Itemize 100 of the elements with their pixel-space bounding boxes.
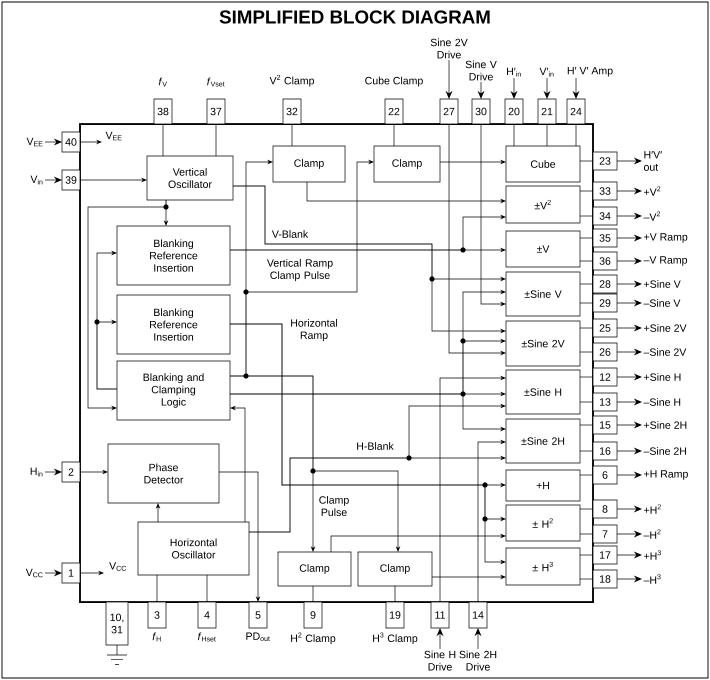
connector-line xyxy=(394,586,396,602)
connector-line xyxy=(580,554,594,556)
pin-box: 28 xyxy=(592,274,618,294)
chip-outline xyxy=(79,123,594,603)
pin-box: 37 xyxy=(206,98,226,124)
pin-label: f$_{H}$ xyxy=(152,632,161,642)
function-block: Blanking Reference Insertion xyxy=(116,226,230,286)
function-block: ±V xyxy=(506,230,580,268)
pin-label: V$^{2}$ Clamp xyxy=(270,74,314,86)
pin-box: 12 xyxy=(592,368,618,386)
pin-label: Sine V Drive xyxy=(466,60,497,80)
connector-line xyxy=(580,260,594,262)
connector-line xyxy=(580,376,594,378)
pin-label: V$_{in}$ xyxy=(30,176,42,184)
function-block: Clamp xyxy=(278,552,352,586)
pin-label: Cube Clamp xyxy=(365,76,423,86)
pin-label: H′ V′ Amp xyxy=(568,67,613,76)
function-block: Blanking and Clamping Logic xyxy=(116,360,230,420)
edge-label: Clamp Pulse xyxy=(316,494,352,518)
connector-line xyxy=(206,574,208,602)
connector-line xyxy=(156,574,158,602)
pin-label: V$_{CC}$ xyxy=(26,568,43,578)
pin-box: 17 xyxy=(592,546,618,564)
function-block: Clamp xyxy=(358,552,432,586)
connector-line xyxy=(580,160,594,162)
pin-label: +H Ramp xyxy=(644,470,688,480)
pin-box: 8 xyxy=(592,500,618,518)
function-block: Clamp xyxy=(272,146,346,182)
pin-box: 40 xyxy=(62,132,80,152)
function-block: ± H$^{3}$ xyxy=(506,548,580,586)
pin-box: 14 xyxy=(468,602,488,628)
pin-box: 23 xyxy=(592,152,618,170)
function-block: ±Sine 2V xyxy=(506,320,580,366)
pin-box: 1 xyxy=(62,562,80,584)
pin-box: 22 xyxy=(384,98,404,124)
pin-label: H$^{3}$ Clamp xyxy=(373,632,418,644)
connector-line xyxy=(580,450,594,452)
pin-label: f$_{Vset}$ xyxy=(207,78,225,86)
connector-line xyxy=(580,190,594,192)
pin-box: 10, 31 xyxy=(106,602,128,646)
pin-label: +H$^{2}$ xyxy=(644,504,661,514)
connector-line xyxy=(312,586,314,602)
pin-box: 6 xyxy=(592,466,618,484)
pin-box: 21 xyxy=(538,98,556,124)
pin-box: 26 xyxy=(592,342,618,362)
edge-label: V-Blank xyxy=(270,228,310,240)
pin-label: –Sine 2V xyxy=(644,348,686,356)
supply-label: V$_{CC}$ xyxy=(109,562,126,571)
pin-box: 4 xyxy=(198,602,216,628)
pin-box: 35 xyxy=(592,228,618,248)
function-block: ±V$^{2}$ xyxy=(506,186,580,224)
pin-label: –Sine H xyxy=(644,398,680,406)
pin-box: 36 xyxy=(592,252,618,270)
pin-label: –Sine V xyxy=(644,299,680,307)
pin-box: 11 xyxy=(430,602,450,628)
edge-label: H-Blank xyxy=(355,440,395,452)
function-block: ±Sine V xyxy=(506,272,580,316)
pin-box: 39 xyxy=(62,170,80,190)
edge-label: Vertical Ramp Clamp Pulse xyxy=(262,258,338,282)
pin-box: 2 xyxy=(62,462,80,482)
pin-box: 18 xyxy=(592,570,618,588)
pin-label: V$_{EE}$ xyxy=(26,138,43,146)
pin-label: –V$^{2}$ xyxy=(644,211,660,221)
pin-label: –H$^{3}$ xyxy=(644,574,661,584)
function-block: Clamp xyxy=(374,146,440,182)
pin-label: +V$^{2}$ xyxy=(644,186,660,196)
pin-label: +Sine 2V xyxy=(644,324,687,332)
pin-box: 7 xyxy=(592,524,618,544)
connector-line xyxy=(580,508,594,510)
function-block: Cube xyxy=(506,146,580,182)
pin-label: +Sine H xyxy=(644,373,680,381)
pin-box: 13 xyxy=(592,392,618,412)
pin-box: 29 xyxy=(592,294,618,312)
pin-label: PD$_{out}$ xyxy=(246,632,270,642)
edge-label: Horizontal Ramp xyxy=(286,318,342,342)
pin-label: Sine 2H Drive xyxy=(459,650,496,671)
diagram-title: SIMPLIFIED BLOCK DIAGRAM xyxy=(220,10,490,24)
connector-line xyxy=(580,474,594,476)
function-block: ±Sine H xyxy=(506,370,580,414)
pin-box: 38 xyxy=(154,98,172,124)
pin-label: Sine H Drive xyxy=(424,650,456,671)
connector-line xyxy=(580,424,594,426)
pin-label: Sine 2V Drive xyxy=(430,38,468,58)
function-block: Horizontal Oscillator xyxy=(138,522,250,576)
pin-label: –H$^{2}$ xyxy=(644,529,661,539)
connector-line xyxy=(546,124,548,146)
function-block: ± H$^{2}$ xyxy=(506,504,580,542)
pin-label: –V Ramp xyxy=(644,256,688,266)
pin-box: 33 xyxy=(592,182,618,200)
function-block: ±Sine 2H xyxy=(506,418,580,464)
pin-label: +Sine V xyxy=(644,280,681,288)
function-block: +H xyxy=(506,470,580,502)
function-block: Phase Detector xyxy=(108,444,220,504)
pin-box: 5 xyxy=(248,602,268,628)
pin-label: f$_{V}$ xyxy=(158,78,167,86)
pin-label: V′$_{in}$ xyxy=(540,68,554,76)
arrow xyxy=(96,320,118,390)
pin-label: H′V′ out xyxy=(644,151,662,171)
pin-box: 24 xyxy=(566,98,586,124)
pin-box: 19 xyxy=(386,602,404,628)
